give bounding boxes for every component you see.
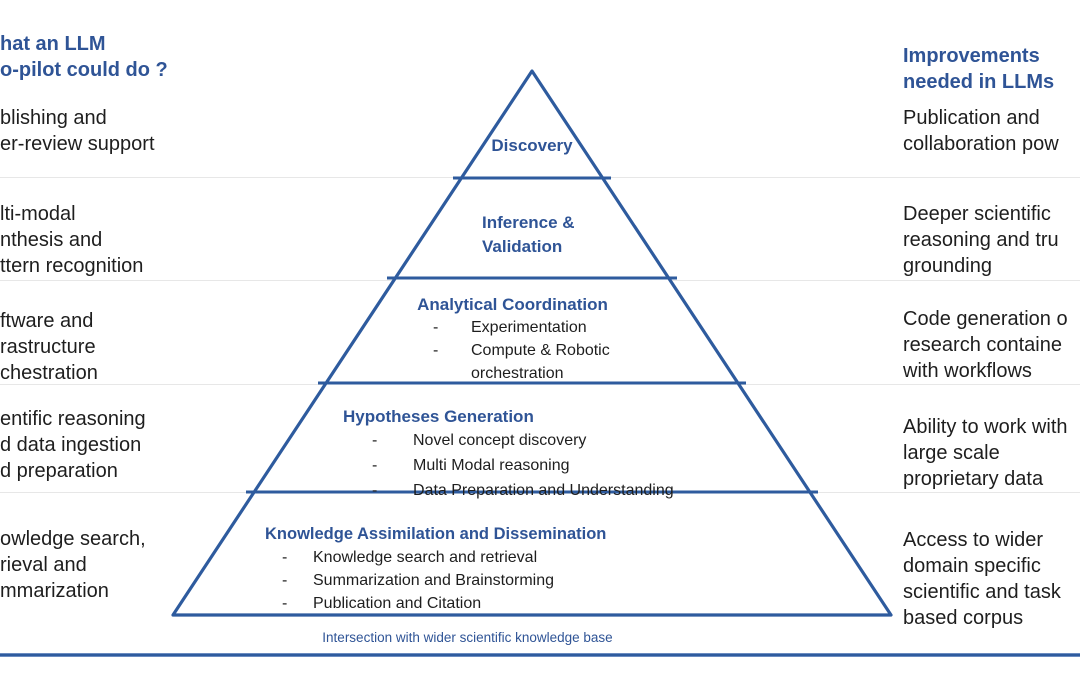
pyramid-list-item: - Experimentation: [433, 316, 639, 339]
right-row-line: with workflows: [903, 360, 1032, 382]
left-row-reasoning: entific reasoning d data ingestion d pre…: [0, 406, 146, 484]
dash-marker: -: [372, 432, 378, 449]
dash-marker: -: [282, 572, 288, 589]
item-text: Experimentation: [471, 319, 587, 336]
left-row-knowledge: owledge search, rieval and mmarization: [0, 526, 146, 604]
dash-marker: -: [433, 319, 439, 336]
left-row-line: ttern recognition: [0, 255, 144, 277]
left-row-line: rieval and: [0, 554, 87, 576]
pyramid-list-item: - Knowledge search and retrieval: [282, 546, 554, 569]
pyramid-level-3-items: - Experimentation - Compute & Robotic or…: [433, 316, 639, 385]
item-text: Summarization and Brainstorming: [313, 572, 554, 589]
left-row-line: rastructure: [0, 336, 96, 358]
item-text: Data Preparation and Understanding: [413, 482, 674, 499]
pyramid-list-item: - Summarization and Brainstorming: [282, 569, 554, 592]
pyramid-level-3-title: Analytical Coordination: [417, 295, 608, 314]
left-row-line: entific reasoning: [0, 408, 146, 430]
right-heading-line: Improvements: [903, 45, 1040, 67]
pyramid-level-5-title: Knowledge Assimilation and Dissemination: [265, 525, 607, 543]
right-row-corpus: Access to wider domain specific scientif…: [903, 527, 1061, 631]
left-row-software: ftware and rastructure chestration: [0, 308, 98, 386]
pyramid-level-2-title: Inference & Validation: [482, 211, 575, 259]
bottom-divider-rule: [0, 653, 1080, 657]
left-heading-line: o-pilot could do ?: [0, 59, 168, 81]
pyramid-level-2-title-line: Inference &: [482, 213, 575, 232]
pyramid-level-1-title: Discovery: [491, 136, 573, 155]
pyramid-level-4-items: - Novel concept discovery - Multi Modal …: [372, 429, 674, 502]
item-text: Publication and Citation: [313, 595, 482, 612]
right-row-line: Ability to work with: [903, 416, 1068, 438]
right-row-line: scientific and task: [903, 581, 1061, 603]
pyramid-level-4-title: Hypotheses Generation: [343, 407, 534, 426]
dash-marker: -: [372, 457, 378, 474]
left-column-heading: hat an LLM o-pilot could do ?: [0, 31, 168, 83]
item-text: Multi Modal reasoning: [413, 457, 570, 474]
dash-marker: -: [282, 595, 288, 612]
pyramid-list-item: - Multi Modal reasoning: [372, 454, 674, 477]
left-row-multimodal: lti-modal nthesis and ttern recognition: [0, 201, 143, 279]
item-text: Compute & Robotic orchestration: [471, 342, 610, 382]
left-row-line: nthesis and: [0, 229, 103, 251]
left-row-line: owledge search,: [0, 528, 146, 550]
right-row-line: grounding: [903, 255, 992, 277]
left-row-line: chestration: [0, 362, 98, 384]
right-heading-line: needed in LLMs: [903, 71, 1055, 93]
pyramid-outline: [171, 69, 893, 617]
pyramid-list-item: - Compute & Robotic orchestration: [433, 339, 639, 385]
left-row-line: d preparation: [0, 460, 118, 482]
right-column-heading: Improvements needed in LLMs: [903, 43, 1054, 95]
right-row-line: reasoning and tru: [903, 229, 1059, 251]
right-row-line: collaboration pow: [903, 133, 1059, 155]
left-row-line: blishing and: [0, 107, 107, 129]
dash-marker: -: [433, 342, 439, 359]
pyramid-base-caption: Intersection with wider scientific knowl…: [322, 630, 613, 645]
right-row-code-generation: Code generation o research containe with…: [903, 306, 1068, 384]
right-row-line: large scale: [903, 442, 1000, 464]
right-row-deeper-reasoning: Deeper scientific reasoning and tru grou…: [903, 201, 1059, 279]
pyramid-list-item: - Data Preparation and Understanding: [372, 479, 674, 502]
left-row-line: lti-modal: [0, 203, 76, 225]
right-row-line: Access to wider: [903, 529, 1044, 551]
item-text: Knowledge search and retrieval: [313, 549, 538, 566]
right-row-line: proprietary data: [903, 468, 1044, 490]
right-row-line: Publication and: [903, 107, 1040, 129]
pyramid-level-5-items: - Knowledge search and retrieval - Summa…: [282, 546, 554, 615]
dash-marker: -: [372, 482, 378, 499]
right-row-publication: Publication and collaboration pow: [903, 105, 1059, 157]
pyramid-level-2-title-line: Validation: [482, 237, 563, 256]
right-row-line: Deeper scientific: [903, 203, 1051, 225]
left-row-publishing: blishing and er-review support: [0, 105, 155, 157]
right-row-line: research containe: [903, 334, 1062, 356]
pyramid-list-item: - Novel concept discovery: [372, 429, 674, 452]
left-row-line: mmarization: [0, 580, 109, 602]
left-row-line: d data ingestion: [0, 434, 142, 456]
left-row-line: er-review support: [0, 133, 155, 155]
right-row-proprietary-data: Ability to work with large scale proprie…: [903, 414, 1068, 492]
pyramid-list-item: - Publication and Citation: [282, 592, 554, 615]
right-row-line: domain specific: [903, 555, 1041, 577]
left-row-line: ftware and: [0, 310, 94, 332]
item-text: Novel concept discovery: [413, 432, 587, 449]
right-row-line: based corpus: [903, 607, 1024, 629]
right-row-line: Code generation o: [903, 308, 1068, 330]
dash-marker: -: [282, 549, 288, 566]
left-heading-line: hat an LLM: [0, 33, 106, 55]
